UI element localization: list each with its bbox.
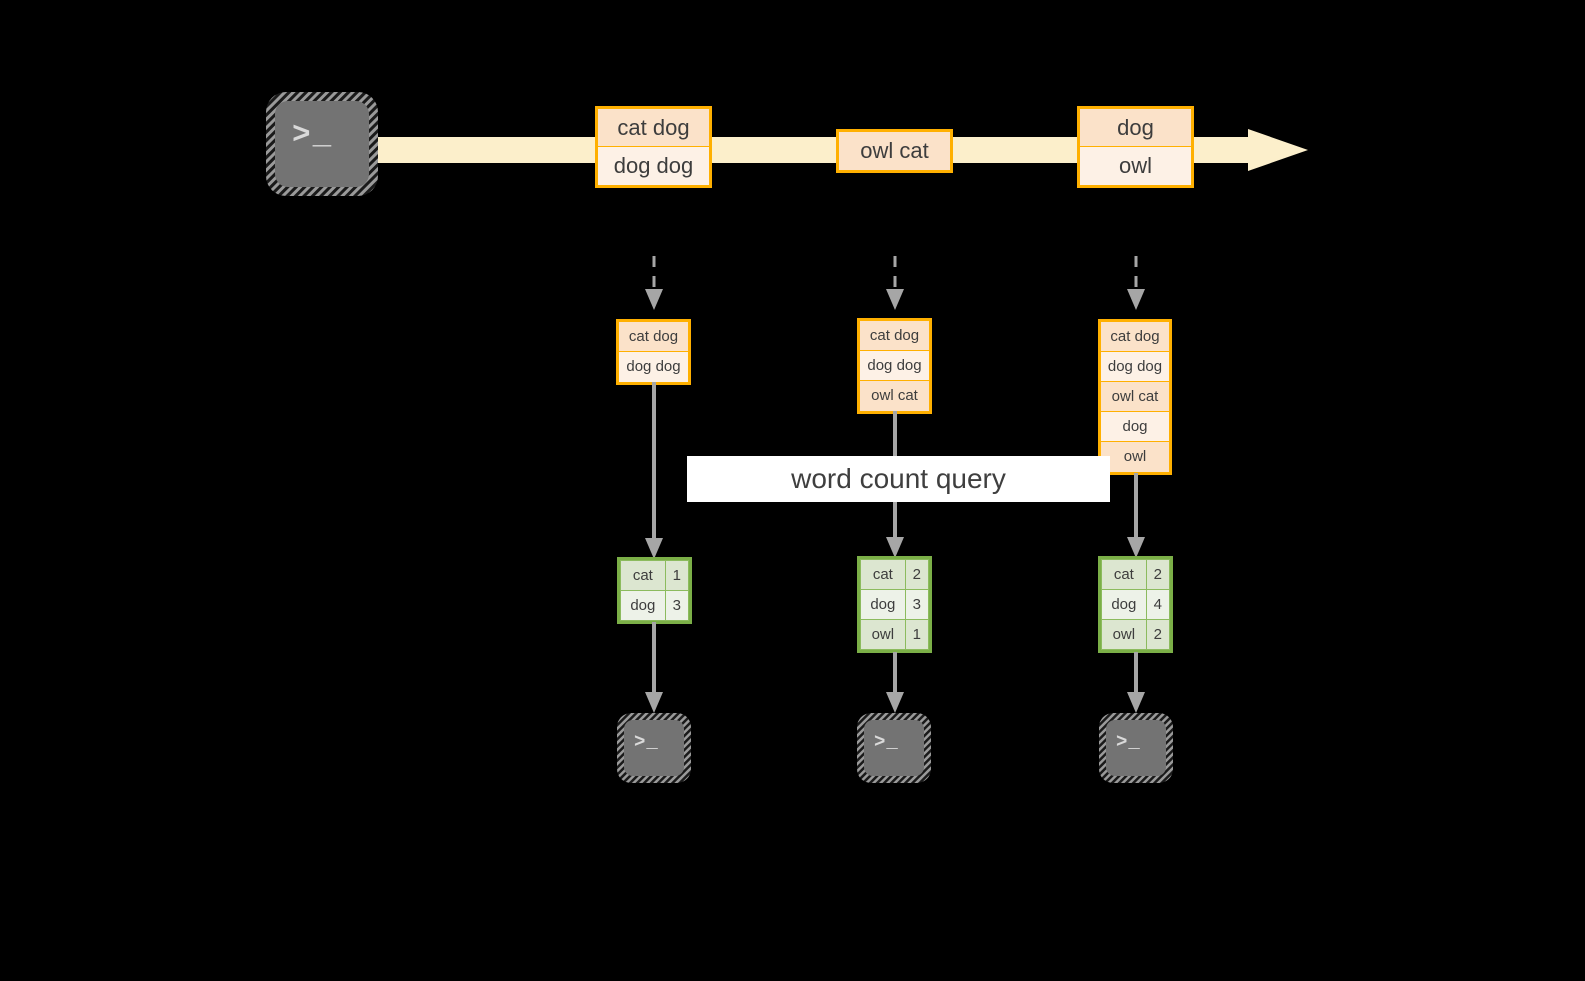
stream-event: dog xyxy=(1080,109,1191,147)
word-cell: dog xyxy=(620,590,666,621)
ingest-arrow-1 xyxy=(643,256,665,311)
stream-group-1: cat dog dog dog xyxy=(595,106,712,188)
word-cell: cat xyxy=(1101,559,1147,590)
output-arrow-1 xyxy=(644,622,664,714)
source-terminal-icon: >_ xyxy=(266,92,378,196)
terminal-screen xyxy=(275,101,369,187)
snapshot-event: dog dog xyxy=(1101,352,1169,382)
word-cell: owl xyxy=(860,619,906,650)
query-band: word count query xyxy=(687,456,1110,502)
stream-event: owl cat xyxy=(839,132,950,170)
count-cell: 3 xyxy=(664,590,690,621)
table-row: dog 3 xyxy=(860,589,930,620)
count-cell: 2 xyxy=(1145,559,1171,590)
sink-terminal-icon-1: >_ xyxy=(617,713,691,783)
prompt-glyph: >_ xyxy=(634,731,659,753)
snapshot-event: owl xyxy=(1101,442,1169,472)
query-arrow-3 xyxy=(1126,473,1146,559)
query-arrow-1 xyxy=(644,382,664,560)
stream-group-2: owl cat xyxy=(836,129,953,173)
snapshot-3-events: cat dog dog dog owl cat dog owl xyxy=(1098,319,1172,475)
result-table-2: cat 2 dog 3 owl 1 xyxy=(857,556,932,653)
terminal-screen xyxy=(864,720,924,776)
table-row: owl 2 xyxy=(1101,619,1171,650)
snapshot-event: dog dog xyxy=(860,351,929,381)
stream-group-3: dog owl xyxy=(1077,106,1194,188)
snapshot-event: dog xyxy=(1101,412,1169,442)
stream-event: dog dog xyxy=(598,147,709,185)
ingest-arrow-2 xyxy=(884,256,906,311)
snapshot-1-events: cat dog dog dog xyxy=(616,319,691,385)
snapshot-event: cat dog xyxy=(1101,322,1169,352)
word-cell: owl xyxy=(1101,619,1147,650)
result-table-3: cat 2 dog 4 owl 2 xyxy=(1098,556,1173,653)
snapshot-event: cat dog xyxy=(619,322,688,352)
word-cell: dog xyxy=(860,589,906,620)
count-cell: 4 xyxy=(1145,589,1171,620)
prompt-glyph: >_ xyxy=(874,731,899,753)
snapshot-event: owl cat xyxy=(860,381,929,411)
table-row: owl 1 xyxy=(860,619,930,650)
count-cell: 3 xyxy=(904,589,930,620)
output-arrow-2 xyxy=(885,652,905,714)
snapshot-event: dog dog xyxy=(619,352,688,382)
table-row: cat 2 xyxy=(1101,559,1171,590)
count-cell: 2 xyxy=(1145,619,1171,650)
stream-event: owl xyxy=(1080,147,1191,185)
ingest-arrow-3 xyxy=(1125,256,1147,311)
sink-terminal-icon-2: >_ xyxy=(857,713,931,783)
count-cell: 2 xyxy=(904,559,930,590)
prompt-glyph: >_ xyxy=(292,118,334,153)
word-cell: cat xyxy=(860,559,906,590)
query-label: word count query xyxy=(791,463,1006,494)
snapshot-event: owl cat xyxy=(1101,382,1169,412)
count-cell: 1 xyxy=(904,619,930,650)
count-cell: 1 xyxy=(664,560,690,591)
sink-terminal-icon-3: >_ xyxy=(1099,713,1173,783)
terminal-screen xyxy=(1106,720,1166,776)
word-cell: cat xyxy=(620,560,666,591)
output-arrow-3 xyxy=(1126,652,1146,714)
table-row: dog 3 xyxy=(620,590,690,621)
snapshot-2-events: cat dog dog dog owl cat xyxy=(857,318,932,414)
table-row: dog 4 xyxy=(1101,589,1171,620)
result-table-1: cat 1 dog 3 xyxy=(617,557,692,624)
prompt-glyph: >_ xyxy=(1116,731,1141,753)
word-cell: dog xyxy=(1101,589,1147,620)
table-row: cat 2 xyxy=(860,559,930,590)
table-row: cat 1 xyxy=(620,560,690,591)
stream-event: cat dog xyxy=(598,109,709,147)
snapshot-event: cat dog xyxy=(860,321,929,351)
terminal-screen xyxy=(624,720,684,776)
